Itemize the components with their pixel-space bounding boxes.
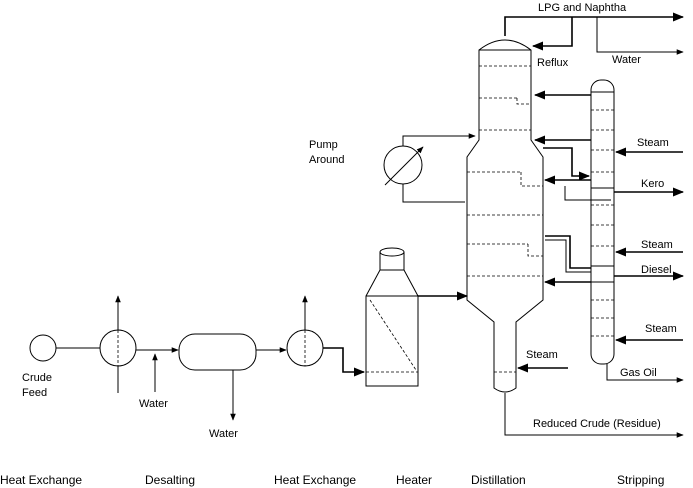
water-out-label: Water: [209, 428, 238, 440]
hx2-to-heater-line: [323, 348, 364, 372]
column-steam-label: Steam: [526, 349, 558, 361]
reflux-label: Reflux: [537, 57, 569, 69]
diesel-label: Diesel: [641, 264, 672, 276]
heat-exchanger-1: [100, 296, 136, 393]
heat-exchanger-2: [287, 296, 323, 366]
steam-2-label: Steam: [641, 239, 673, 251]
water-top-line: [597, 17, 683, 52]
pump-around-draw-line: [403, 184, 465, 202]
pump-around-label-1: Pump: [309, 139, 338, 151]
section-distillation: Distillation: [471, 473, 526, 487]
water-top-label: Water: [612, 54, 641, 66]
crude-feed-source: [30, 335, 56, 361]
side-stripper: [591, 80, 614, 364]
crude-feed-label-2: Feed: [22, 387, 47, 399]
reduced-crude-label: Reduced Crude (Residue): [533, 418, 661, 430]
overhead-lpg-naphtha-line: [505, 17, 683, 36]
pump-around-exchanger: [384, 146, 423, 185]
pump-around-return-line: [403, 136, 475, 146]
distillation-column: [467, 40, 543, 392]
desalter-vessel: [179, 334, 256, 370]
steam-3-label: Steam: [645, 323, 677, 335]
section-heater: Heater: [396, 473, 432, 487]
heater-furnace: [366, 248, 418, 386]
section-heat-exchange-2: Heat Exchange: [274, 473, 356, 487]
kero-label: Kero: [641, 178, 664, 190]
reflux-line: [533, 17, 572, 46]
gas-oil-label: Gas Oil: [620, 367, 657, 379]
lpg-naphtha-label: LPG and Naphtha: [538, 2, 627, 14]
section-desalting: Desalting: [145, 473, 195, 487]
kero-draw-line: [543, 148, 589, 176]
crude-feed-label-1: Crude: [22, 372, 52, 384]
diesel-draw-line: [545, 236, 591, 268]
pump-around-label-2: Around: [309, 154, 344, 166]
steam-1-label: Steam: [637, 137, 669, 149]
water-in-label: Water: [139, 398, 168, 410]
section-stripping: Stripping: [617, 473, 664, 487]
section-heat-exchange-1: Heat Exchange: [0, 473, 82, 487]
